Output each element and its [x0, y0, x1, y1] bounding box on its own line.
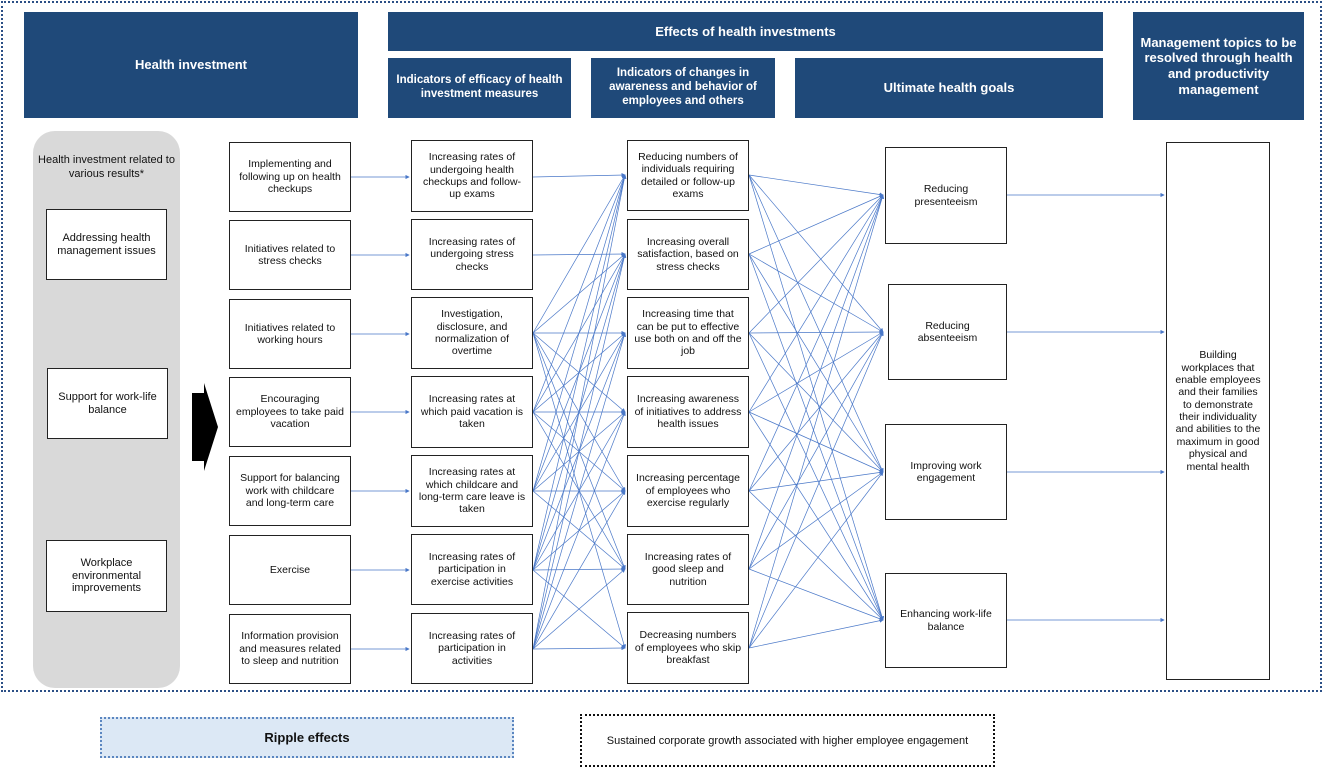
investment-box: Exercise: [229, 535, 351, 605]
header-ultimate-goals: Ultimate health goals: [795, 58, 1103, 118]
connector-arrow: [748, 194, 884, 255]
connector-arrow: [748, 174, 885, 621]
connector-arrow: [748, 471, 884, 570]
efficacy-box: Increasing rates of undergoing health ch…: [411, 140, 533, 212]
connector-arrow: [748, 568, 884, 621]
connector-arrow: [748, 471, 884, 649]
connector-arrow: [748, 253, 884, 473]
efficacy-box: Investigation, disclosure, and normaliza…: [411, 297, 533, 369]
awareness-box: Decreasing numbers of employees who skip…: [627, 612, 749, 684]
connector-arrow: [532, 568, 626, 650]
connector-arrow: [748, 331, 884, 492]
left-panel-item: Addressing health management issues: [46, 209, 167, 280]
header-efficacy-indicators: Indicators of efficacy of health investm…: [388, 58, 571, 118]
connector-arrow: [532, 253, 627, 650]
goal-box: Enhancing work-life balance: [885, 573, 1007, 668]
connector-arrow: [748, 194, 884, 413]
sustained-growth-label: Sustained corporate growth associated wi…: [580, 714, 995, 767]
connector-arrow: [748, 470, 884, 492]
left-panel-item: Workplace environmental improvements: [46, 540, 167, 612]
awareness-box: Increasing awareness of initiatives to a…: [627, 376, 749, 448]
connector-arrow: [748, 331, 884, 649]
connector-arrow: [532, 172, 626, 178]
effects-region-border: [1, 1, 1322, 692]
connector-arrow: [748, 411, 884, 473]
connector-arrow: [748, 329, 884, 335]
connector-arrow: [532, 174, 627, 492]
header-health-investment: Health investment: [24, 12, 358, 118]
connector-arrow: [748, 618, 884, 649]
connector-arrow: [748, 194, 885, 649]
connector-arrow: [532, 174, 627, 650]
big-arrow-icon: [192, 383, 218, 471]
connector-arrow: [748, 174, 884, 197]
connector-arrow: [748, 253, 884, 333]
ripple-effects-label: Ripple effects: [100, 717, 514, 758]
awareness-box: Increasing overall satisfaction, based o…: [627, 219, 749, 290]
investment-box: Initiatives related to stress checks: [229, 220, 351, 290]
efficacy-box: Increasing rates at which childcare and …: [411, 455, 533, 527]
connector-arrow: [748, 174, 884, 333]
connector-arrow: [748, 194, 884, 570]
connector-arrow: [748, 411, 884, 621]
connector-arrow: [748, 332, 884, 621]
investment-box: Support for balancing work with childcar…: [229, 456, 351, 526]
goal-box: Reducing absenteeism: [888, 284, 1007, 380]
connector-arrow: [532, 174, 627, 571]
connector-arrow: [748, 331, 884, 570]
awareness-box: Increasing rates of good sleep and nutri…: [627, 534, 749, 605]
connector-arrow: [748, 490, 884, 621]
connector-arrow: [532, 411, 626, 650]
awareness-box: Increasing percentage of employees who e…: [627, 455, 749, 527]
connector-arrow: [532, 174, 626, 334]
connector-arrow: [532, 645, 626, 651]
connector-arrow: [748, 174, 884, 473]
investment-box: Initiatives related to working hours: [229, 299, 351, 369]
connector-arrow: [748, 253, 884, 621]
connector-arrow: [532, 332, 627, 650]
left-panel-item: Support for work-life balance: [47, 368, 168, 439]
goal-box: Reducing presenteeism: [885, 147, 1007, 244]
awareness-box: Increasing time that can be put to effec…: [627, 297, 749, 369]
header-effects: Effects of health investments: [388, 12, 1103, 51]
efficacy-box: Increasing rates of undergoing stress ch…: [411, 219, 533, 290]
connector-arrow: [748, 194, 884, 334]
header-management-topics: Management topics to be resolved through…: [1133, 12, 1304, 120]
investment-box: Encouraging employees to take paid vacat…: [229, 377, 351, 447]
connector-arrow: [532, 174, 626, 413]
efficacy-box: Increasing rates at which paid vacation …: [411, 376, 533, 448]
left-panel-title: Health investment related to various res…: [38, 154, 175, 180]
investment-box: Information provision and measures relat…: [229, 614, 351, 684]
connector-arrow: [748, 332, 884, 473]
header-awareness-indicators: Indicators of changes in awareness and b…: [591, 58, 775, 118]
connector-arrow: [748, 194, 884, 492]
awareness-box: Reducing numbers of individuals requirin…: [627, 140, 749, 211]
efficacy-box: Increasing rates of participation in act…: [411, 613, 533, 684]
connector-arrow: [748, 331, 884, 413]
investment-box: Implementing and following up on health …: [229, 142, 351, 212]
efficacy-box: Increasing rates of participation in exe…: [411, 534, 533, 605]
management-goal-box: Building workplaces that enable employee…: [1166, 142, 1270, 680]
connector-arrow: [532, 490, 626, 650]
goal-box: Improving work engagement: [885, 424, 1007, 520]
